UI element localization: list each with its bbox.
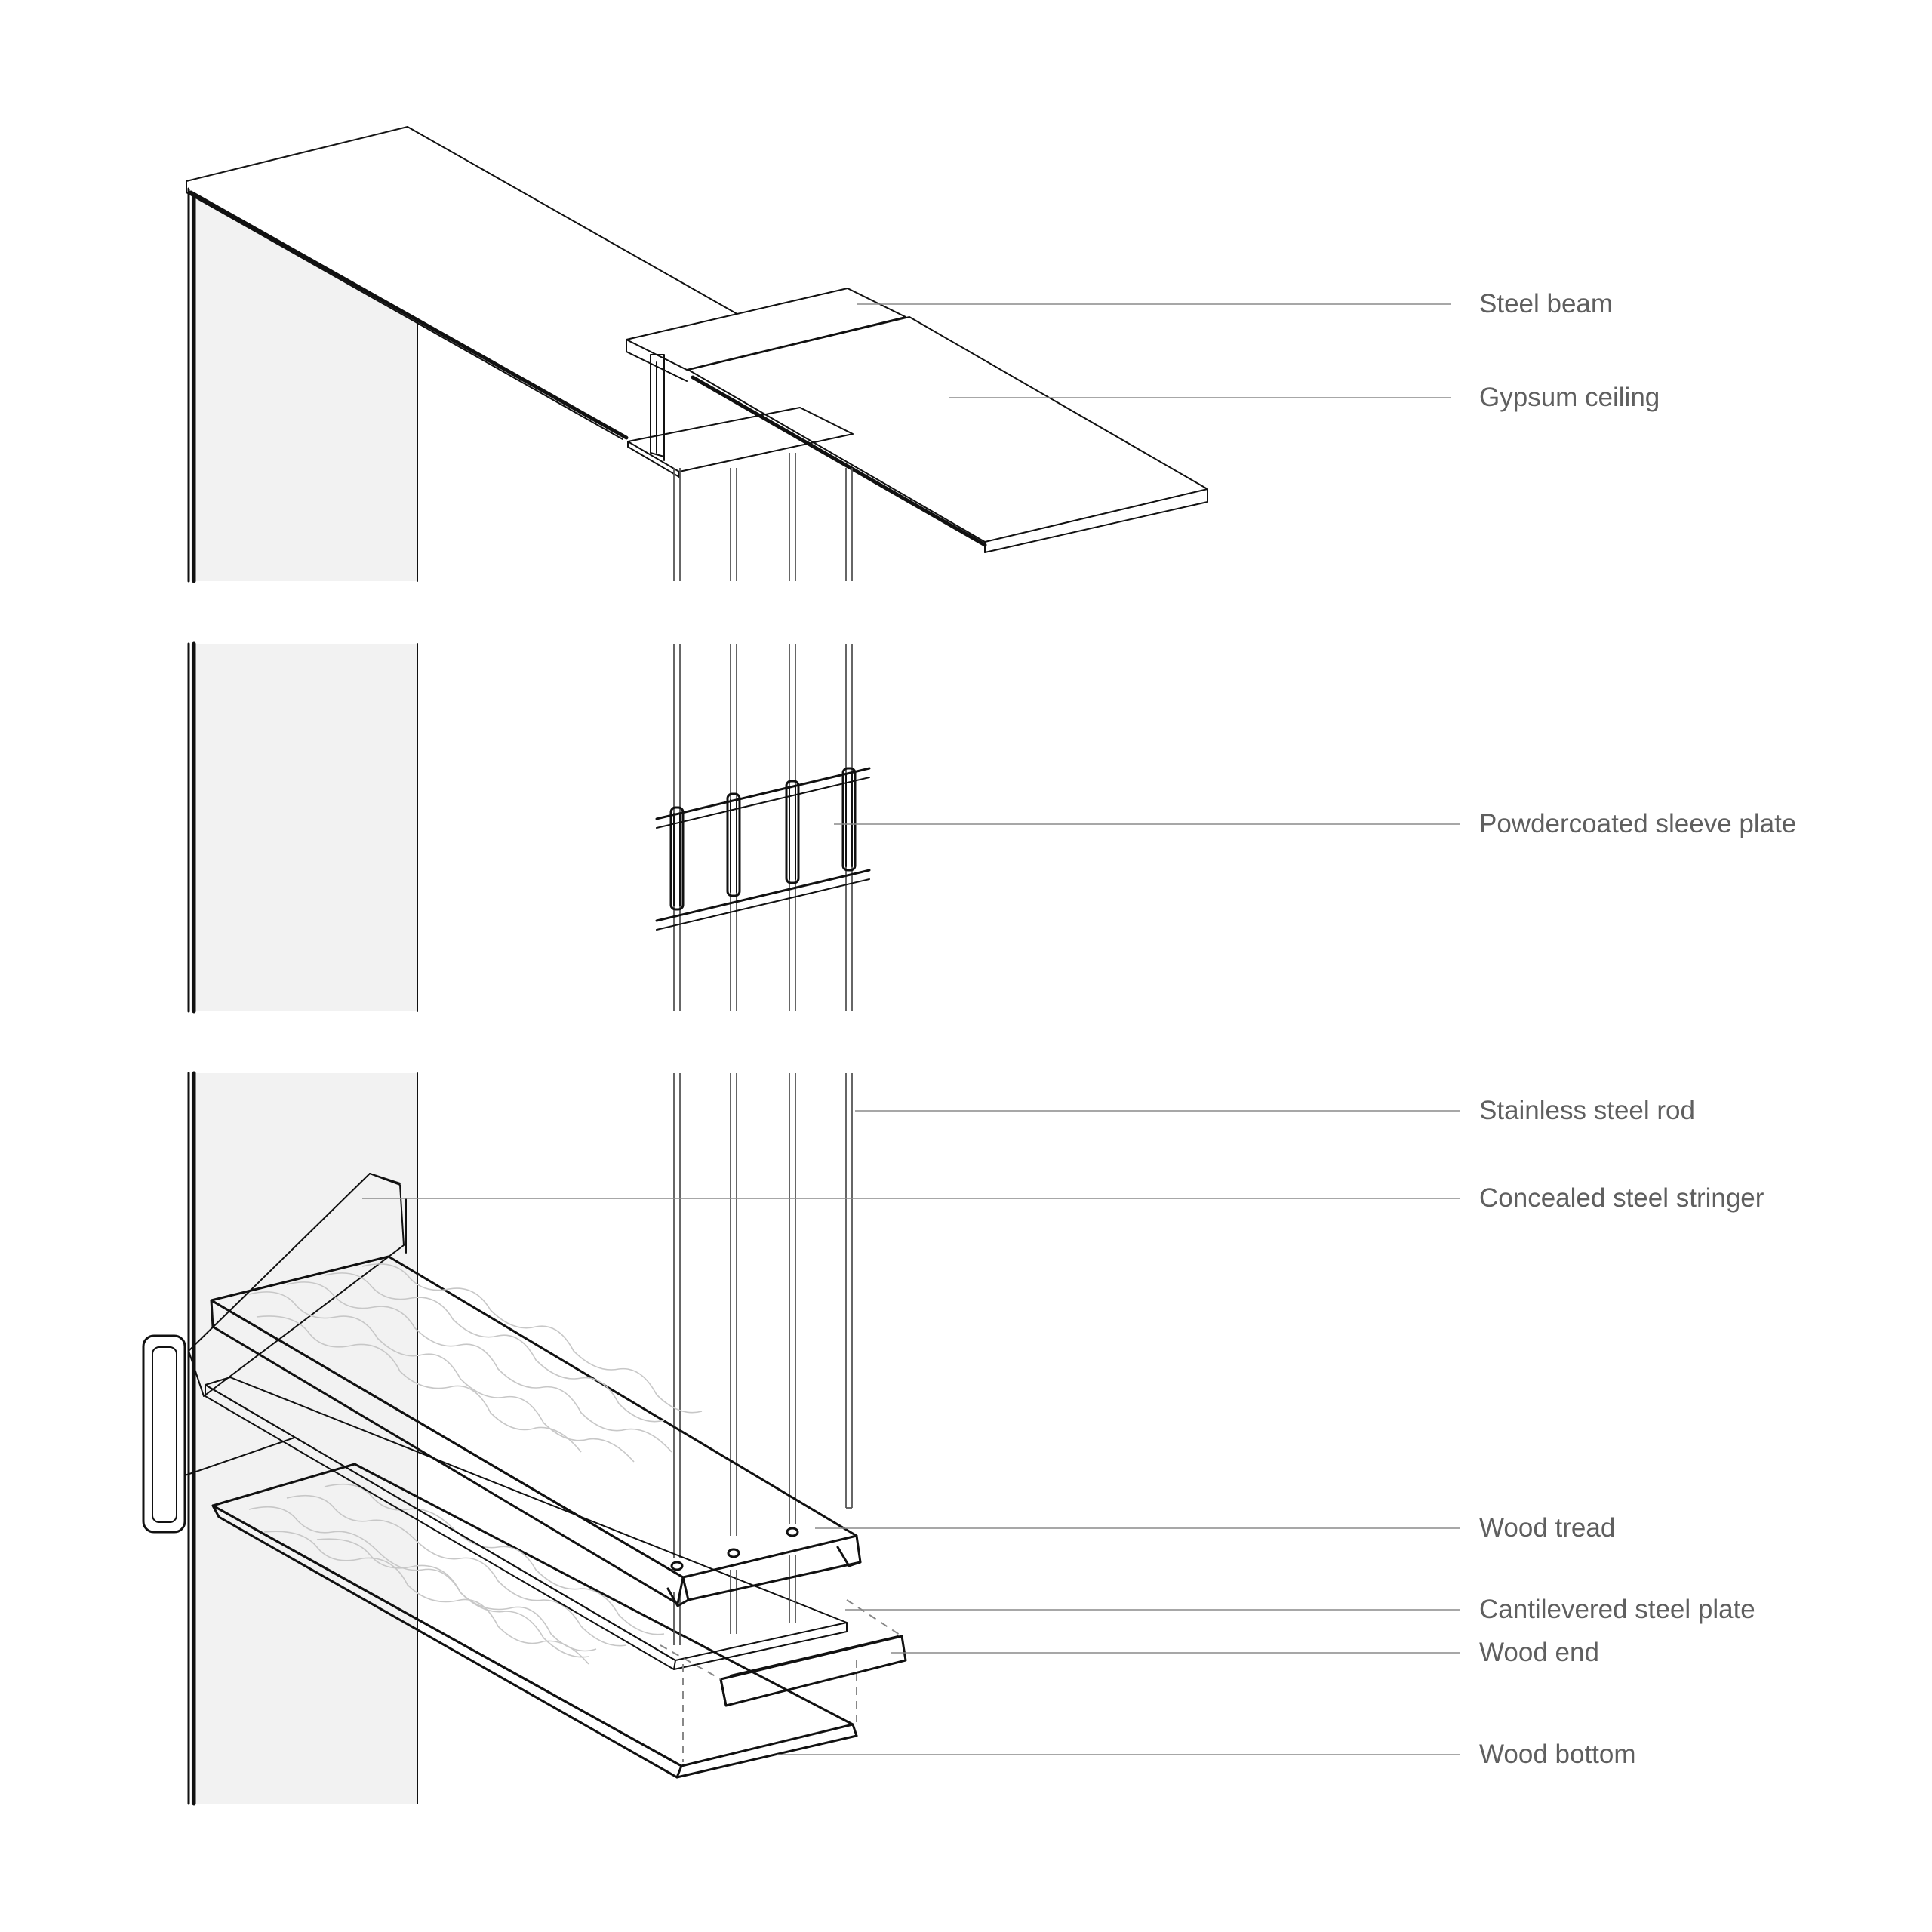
stringer-tube bbox=[142, 1334, 186, 1534]
rod-1 bbox=[673, 468, 681, 1558]
wood-tread bbox=[210, 1255, 862, 1607]
concealed-steel-stringer bbox=[142, 1173, 407, 1534]
rod-hole-1 bbox=[670, 1561, 684, 1571]
sleeve-3 bbox=[785, 780, 800, 884]
wood-bottom-grain bbox=[248, 1483, 665, 1665]
wood-bottom bbox=[211, 1463, 858, 1779]
gypsum-ceiling-panel bbox=[688, 316, 1208, 553]
label-wood-end: Wood end bbox=[1479, 1638, 1599, 1667]
wall bbox=[187, 187, 418, 1806]
wood-tread-grain bbox=[248, 1263, 703, 1463]
rod-hole-3 bbox=[786, 1527, 799, 1537]
label-steel-rod: Stainless steel rod bbox=[1479, 1096, 1695, 1125]
gypsum-ceiling-slab bbox=[186, 126, 737, 440]
label-sleeve-plate: Powdercoated sleeve plate bbox=[1479, 809, 1796, 838]
powdercoated-sleeve-plate bbox=[655, 767, 871, 931]
sleeve-2 bbox=[726, 792, 741, 897]
assembly-dashed-lines bbox=[660, 1599, 903, 1762]
label-stringer: Concealed steel stringer bbox=[1479, 1183, 1764, 1213]
sleeve-4 bbox=[841, 767, 857, 872]
wood-end bbox=[719, 1635, 907, 1707]
rod-4 bbox=[845, 468, 853, 1508]
leader-lines bbox=[362, 303, 1460, 1755]
sleeve-1 bbox=[669, 806, 685, 911]
wall-segment-middle bbox=[187, 641, 418, 1014]
label-steel-beam: Steel beam bbox=[1479, 289, 1613, 318]
rod-3 bbox=[789, 453, 796, 1524]
rod-2 bbox=[730, 468, 737, 1536]
label-gypsum-ceiling: Gypsum ceiling bbox=[1479, 383, 1660, 412]
stainless-steel-rods bbox=[673, 453, 853, 1558]
steel-beam bbox=[626, 288, 906, 478]
wall-segment-bottom bbox=[187, 1071, 418, 1806]
rod-hole-2 bbox=[727, 1548, 740, 1558]
callout-labels: Steel beam Gypsum ceiling Powdercoated s… bbox=[1479, 289, 1796, 1769]
label-steel-plate: Cantilevered steel plate bbox=[1479, 1595, 1755, 1624]
label-wood-tread: Wood tread bbox=[1479, 1513, 1615, 1543]
label-wood-bottom: Wood bottom bbox=[1479, 1740, 1636, 1769]
